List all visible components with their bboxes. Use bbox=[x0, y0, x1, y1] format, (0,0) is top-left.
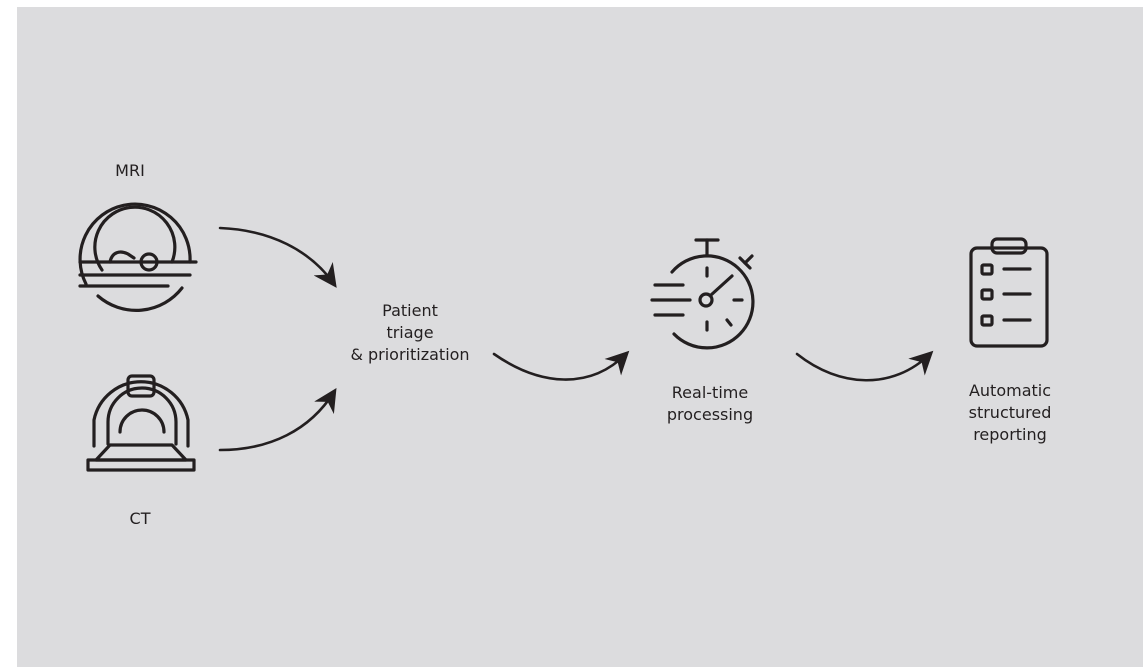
arrow-triage-to-processing bbox=[492, 350, 630, 381]
mri-label: MRI bbox=[115, 161, 145, 180]
ct-label: CT bbox=[129, 509, 151, 528]
triage-label: Patient triage & prioritization bbox=[350, 301, 470, 364]
processing-label: Real-time processing bbox=[666, 383, 754, 424]
ct-scanner-icon bbox=[86, 374, 196, 472]
arrow-ct-to-triage bbox=[218, 388, 337, 452]
mri-scanner-icon bbox=[78, 202, 198, 312]
diagram-canvas bbox=[17, 7, 1143, 667]
arrow-mri-to-triage bbox=[218, 226, 337, 288]
clipboard-checklist-icon bbox=[969, 237, 1049, 348]
arrow-processing-to-reporting bbox=[795, 350, 934, 382]
stopwatch-icon bbox=[650, 238, 755, 350]
reporting-label: Automatic structured reporting bbox=[968, 381, 1052, 444]
